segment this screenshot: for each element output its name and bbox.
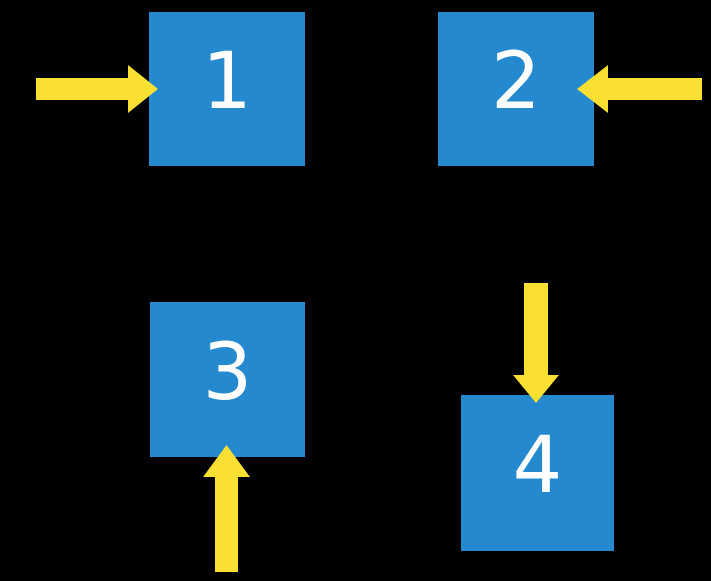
square-4-label: 4 [512,421,563,511]
square-3: 3 [150,302,305,457]
up-arrow-icon [203,445,250,572]
square-2: 2 [438,12,594,166]
down-arrow-icon [513,283,559,403]
square-1: 1 [149,12,305,166]
right-arrow-icon [36,65,158,113]
left-arrow-icon [577,65,702,113]
square-4: 4 [461,395,614,551]
square-1-label: 1 [202,37,252,127]
square-3-label: 3 [202,327,253,418]
square-2-label: 2 [491,37,541,127]
